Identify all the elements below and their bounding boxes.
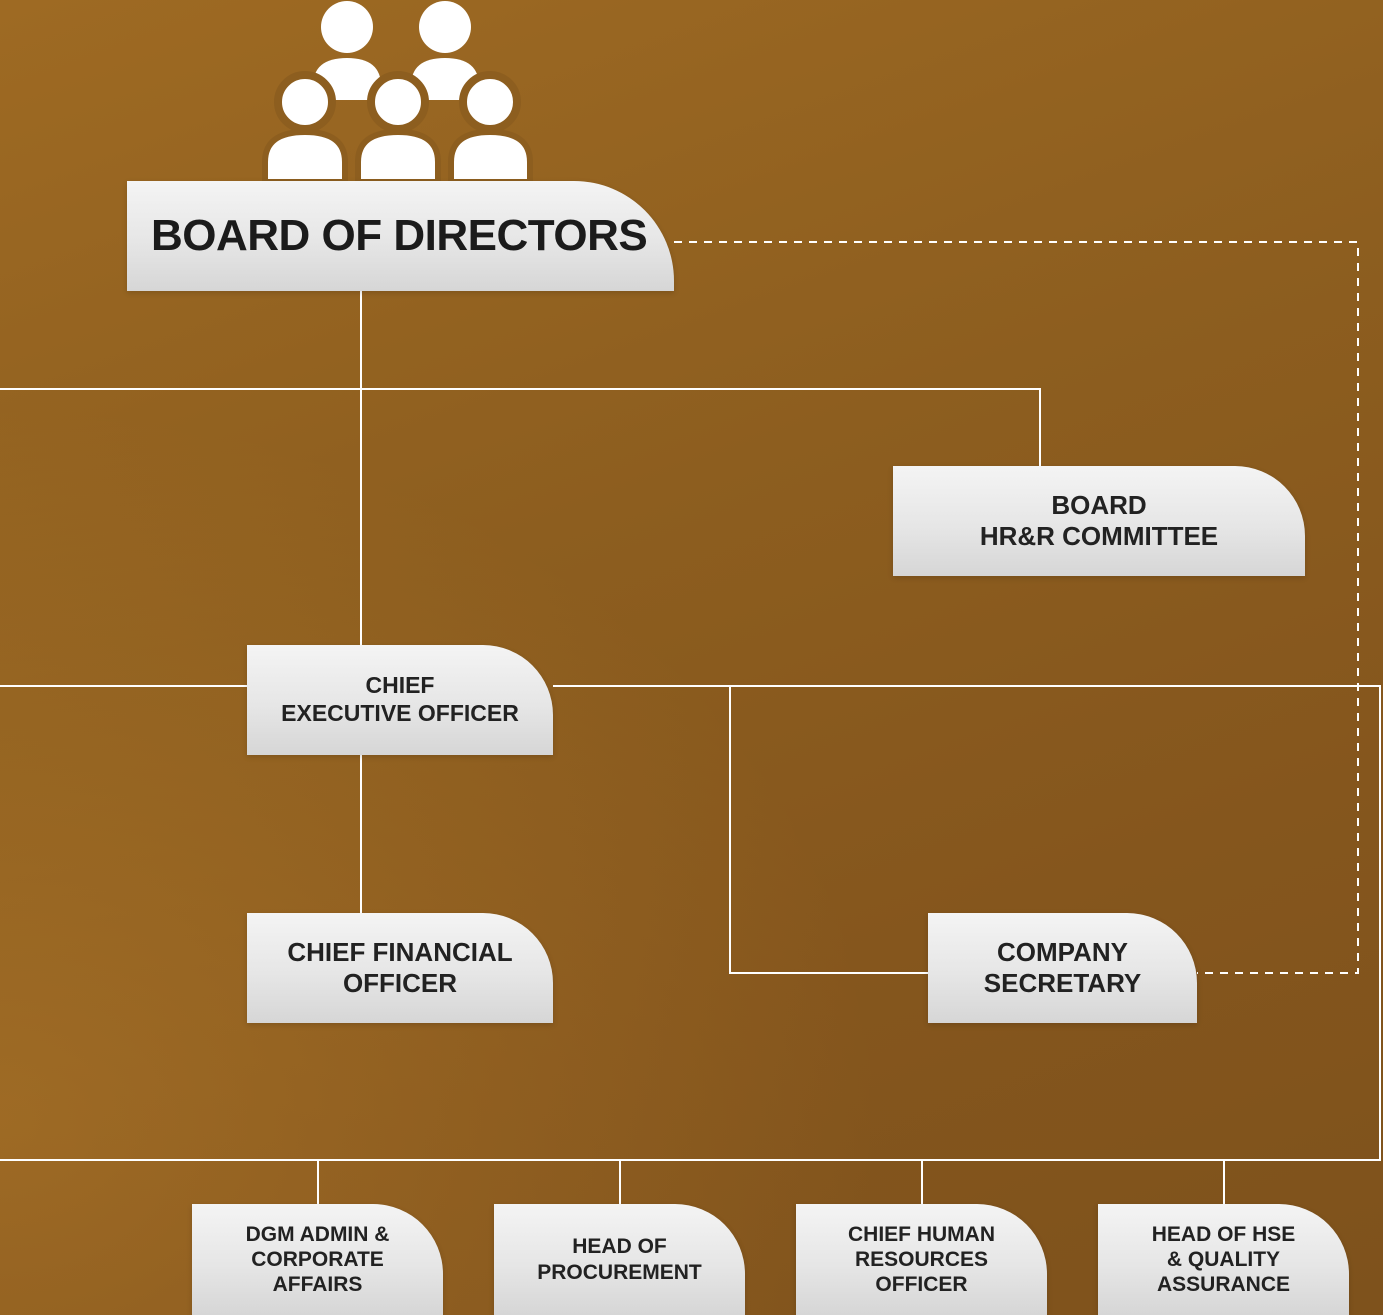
head-hse-label: HEAD OF HSE & QUALITY ASSURANCE: [1151, 1222, 1296, 1297]
board-hrr-committee-label: BOARD HR&R COMMITTEE: [979, 489, 1219, 551]
board-to-hr-committee-line: [0, 388, 1041, 466]
board-people-icon: [262, 1, 533, 185]
company-secretary-label: COMPANY SECRETARY: [983, 936, 1142, 998]
dashed-reporting-line: [674, 241, 1359, 974]
cfo-box: CHIEF FINANCIAL OFFICER: [247, 913, 553, 1023]
head-hse-box: HEAD OF HSE & QUALITY ASSURANCE: [1098, 1204, 1349, 1315]
ceo-label: CHIEF EXECUTIVE OFFICER: [281, 672, 519, 726]
chief-hr-label: CHIEF HUMAN RESOURCES OFFICER: [848, 1222, 995, 1297]
dgm-admin-box: DGM ADMIN & CORPORATE AFFAIRS: [192, 1204, 443, 1315]
cfo-label: CHIEF FINANCIAL OFFICER: [287, 936, 513, 998]
board-hrr-committee-box: BOARD HR&R COMMITTEE: [893, 466, 1305, 576]
ceo-right-line: [0, 685, 1381, 1161]
chief-hr-box: CHIEF HUMAN RESOURCES OFFICER: [796, 1204, 1047, 1315]
ceo-box: CHIEF EXECUTIVE OFFICER: [247, 645, 553, 755]
board-of-directors-label: BOARD OF DIRECTORS: [151, 211, 648, 260]
head-procurement-label: HEAD OF PROCUREMENT: [537, 1235, 702, 1284]
head-procurement-box: HEAD OF PROCUREMENT: [494, 1204, 745, 1315]
board-of-directors-box: BOARD OF DIRECTORS: [127, 181, 674, 291]
ceo-to-secretary-line: [729, 686, 928, 974]
company-secretary-box: COMPANY SECRETARY: [928, 913, 1197, 1023]
dgm-admin-label: DGM ADMIN & CORPORATE AFFAIRS: [245, 1222, 390, 1297]
